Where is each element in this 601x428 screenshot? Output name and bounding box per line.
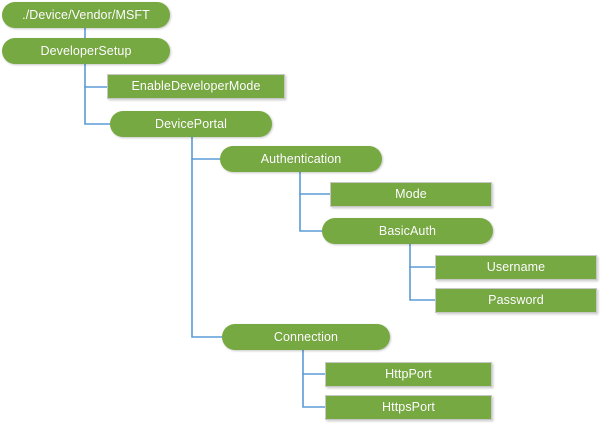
node-password[interactable]: Password bbox=[435, 288, 597, 313]
node-enabledevelopermode[interactable]: EnableDeveloperMode bbox=[107, 74, 285, 99]
node-label: HttpsPort bbox=[382, 400, 435, 415]
node-label: Username bbox=[486, 260, 546, 275]
connector-line bbox=[299, 171, 331, 195]
connector-line bbox=[409, 243, 436, 268]
node-deviceportal[interactable]: DevicePortal bbox=[110, 111, 272, 137]
node-authentication[interactable]: Authentication bbox=[220, 146, 382, 172]
node-label: EnableDeveloperMode bbox=[131, 79, 261, 94]
node-label: HttpPort bbox=[385, 367, 432, 382]
node-label: Connection bbox=[273, 329, 339, 344]
node-httpport[interactable]: HttpPort bbox=[325, 362, 492, 387]
node-label: ./Device/Vendor/MSFT bbox=[22, 7, 150, 22]
connector-line bbox=[409, 266, 436, 301]
connector-line bbox=[84, 63, 108, 88]
node-username[interactable]: Username bbox=[435, 255, 597, 280]
node-connection[interactable]: Connection bbox=[222, 324, 390, 350]
node-label: Password bbox=[488, 293, 544, 308]
connector-line bbox=[191, 158, 223, 338]
node-mode[interactable]: Mode bbox=[330, 182, 492, 207]
connector-line bbox=[299, 193, 323, 232]
node-basicauth[interactable]: BasicAuth bbox=[322, 218, 493, 244]
node-label: BasicAuth bbox=[378, 223, 437, 238]
node-label: Authentication bbox=[260, 151, 342, 166]
node-developersetup[interactable]: DeveloperSetup bbox=[2, 38, 170, 64]
node-label: DeveloperSetup bbox=[40, 43, 132, 58]
node-device-vendor-msft[interactable]: ./Device/Vendor/MSFT bbox=[2, 2, 170, 28]
node-httpsport[interactable]: HttpsPort bbox=[325, 395, 492, 420]
node-label: Mode bbox=[395, 187, 427, 202]
node-label: DevicePortal bbox=[154, 116, 228, 131]
connector-line bbox=[302, 349, 326, 375]
connector-line bbox=[302, 373, 326, 408]
connector-line bbox=[191, 136, 221, 160]
